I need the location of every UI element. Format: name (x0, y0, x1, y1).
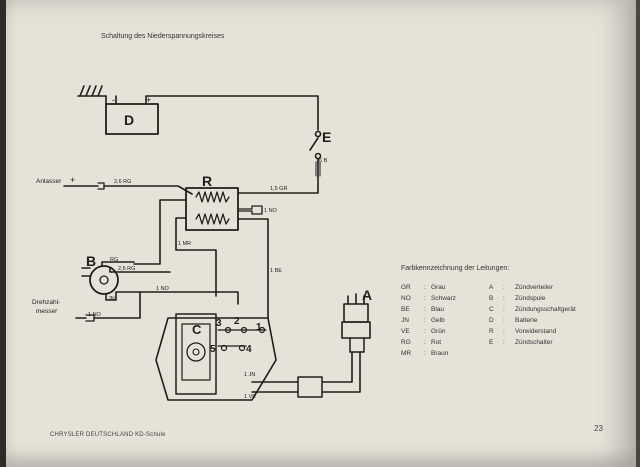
switch-label: E (322, 129, 331, 145)
legend-row: MR:Braun (401, 350, 449, 357)
wire-label-jn: 1 JN (244, 372, 255, 378)
component-legend: A:Zündverteiler B:Zündspule C:Zündungssc… (489, 284, 609, 351)
legend-row: NO:Schwarz (401, 295, 456, 302)
wiring-diagram: D - + E R B A C 3 2 1 5 4 Anlasser + Dre… (32, 85, 372, 401)
module-label: C (192, 322, 202, 337)
tacho-label-1: Drehzahl- (32, 299, 60, 306)
page-number: 23 (594, 424, 603, 433)
wire-label-starter: 2,6 RG (114, 179, 131, 185)
legend-row: JN:Gelb (401, 317, 445, 324)
starter-plus: + (70, 175, 75, 185)
switch-contact-top (314, 130, 322, 138)
terminal-5: 5 (210, 344, 216, 355)
legend-row: C:Zündungsschaltgerät (489, 306, 576, 313)
legend-row: E:Zündschalter (489, 339, 553, 346)
starter-label: Anlasser (36, 178, 62, 185)
page-footer: CHRYSLER DEUTSCHLAND KD-Schule (50, 432, 166, 438)
switch-ampere-label: 16 B (316, 158, 328, 164)
page-title: Schaltung des Niederspannungskreises (101, 33, 225, 40)
resistor-coil-bottom (195, 213, 230, 225)
legend-row: GR:Grau (401, 284, 446, 291)
tacho-label-2: messer (36, 308, 58, 315)
wire-label-coil-rg: 2,6 RG (118, 266, 135, 272)
wire-label-resistor-no: 1 NO (264, 208, 278, 214)
resistor-coil-top (195, 191, 230, 203)
terminal-2: 2 (234, 316, 240, 327)
ignition-coil-circle (89, 265, 119, 295)
legend-row: RG:Rot (401, 339, 442, 346)
ignition-module-outline (155, 317, 277, 401)
resistor-label: R (202, 173, 212, 189)
distributor-cap (343, 303, 369, 323)
legend-row: R:Vorwiderstand (489, 328, 557, 335)
ground-symbol (77, 85, 107, 106)
manual-page: Schaltung des Niederspannungskreises (6, 0, 636, 467)
battery-body (105, 103, 159, 135)
wire-label-switch: 1,5 GR (270, 186, 287, 192)
coil-label: B (86, 253, 96, 269)
terminal-3: 3 (216, 318, 222, 329)
wire-label-coil-rg-small: RG (110, 257, 118, 263)
color-legend: GR:Grau NO:Schwarz BE:Blau JN:Gelb VE:Gr… (401, 284, 481, 362)
wire-connector (297, 376, 323, 398)
battery-label: D (124, 112, 134, 128)
book-binding (0, 0, 6, 467)
wire-label-coil-jn: JN (108, 296, 115, 302)
wire-label-coil-no: 1 NO (156, 286, 170, 292)
terminal-1: 1 (256, 322, 262, 333)
wire-label-ve: 1 VE (244, 394, 256, 400)
battery-minus-terminal: - (112, 95, 115, 105)
distributor-label: A (362, 287, 372, 303)
wire-label-be: 1 BE (270, 268, 282, 274)
ignition-switch-lever (309, 137, 319, 151)
battery-plus-terminal: + (146, 95, 151, 105)
legend-row: BE:Blau (401, 306, 445, 313)
legend-title: Farbkennzeichnung der Leitungen: (401, 265, 510, 272)
legend-row: D:Batterie (489, 317, 538, 324)
legend-row: A:Zündverteiler (489, 284, 553, 291)
wire-label-tacho: 1 NO (88, 312, 102, 318)
terminal-4: 4 (246, 344, 252, 355)
legend-row: VE:Grün (401, 328, 446, 335)
legend-row: B:Zündspule (489, 295, 546, 302)
wire-label-mr: 1 MR (178, 241, 191, 247)
module-inner-plate (175, 313, 217, 395)
